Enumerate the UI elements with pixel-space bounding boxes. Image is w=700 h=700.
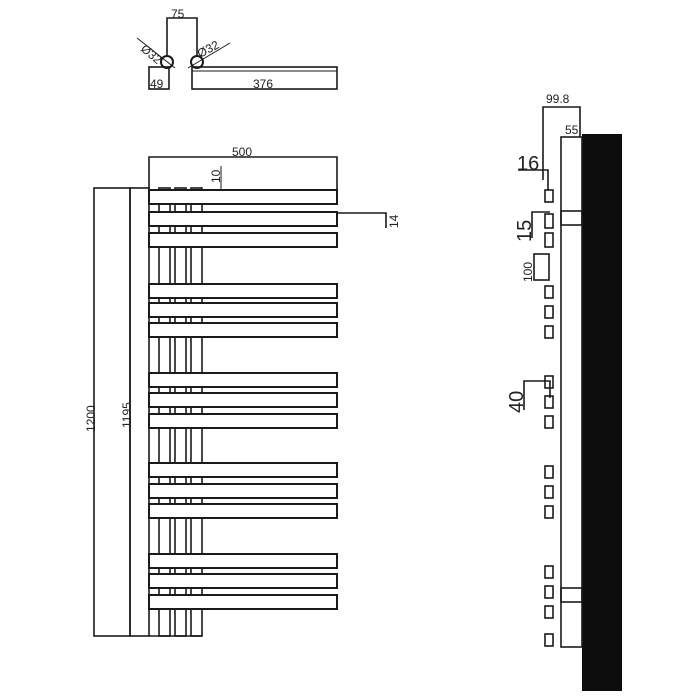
dim-inner-height: 1195 [120, 402, 134, 428]
towel-bar [148, 573, 338, 589]
side-fin [544, 395, 554, 409]
side-fin [544, 213, 554, 229]
dim-15: 15 [514, 220, 536, 242]
top-bar-plan [191, 66, 338, 90]
width-bracket [148, 156, 338, 190]
side-fin [544, 633, 554, 647]
side-view: 99.8 55 16 15 100 40 [506, 92, 622, 691]
projection-bracket [542, 106, 581, 180]
wall [582, 134, 622, 691]
dim-40: 40 [506, 391, 528, 413]
towel-bar [148, 503, 338, 519]
dim-total-height: 1200 [84, 405, 98, 432]
wall-bracket-top [560, 210, 583, 226]
towel-bar [148, 302, 338, 318]
spacing-bracket [166, 17, 198, 62]
dim-spacing: 75 [171, 7, 185, 21]
side-fin [544, 505, 554, 519]
bar-group-3 [148, 372, 338, 429]
towel-bar [148, 283, 338, 299]
leader-left [136, 37, 176, 69]
bar-group-4 [148, 462, 338, 519]
dim-100: 100 [521, 262, 535, 282]
towel-bar [148, 413, 338, 429]
towel-bar [148, 483, 338, 499]
towel-bar [148, 372, 338, 388]
towel-bar [148, 211, 338, 227]
dim-40-leader [523, 380, 551, 410]
dim-16: 16 [517, 153, 539, 175]
dim-15-leader [531, 211, 550, 238]
towel-bar [148, 553, 338, 569]
top-collar [148, 66, 170, 90]
side-fin [544, 485, 554, 499]
dim-100-box [533, 253, 550, 281]
dim-offset: 49 [150, 77, 164, 91]
side-fin [544, 415, 554, 429]
side-fin [544, 565, 554, 579]
side-fin [544, 285, 554, 299]
side-fin [544, 189, 554, 203]
towel-bar [148, 392, 338, 408]
towel-bar [148, 322, 338, 338]
top-bar [148, 189, 338, 205]
leader-right [187, 42, 231, 69]
side-fin [544, 465, 554, 479]
side-fin [544, 585, 554, 599]
dim-projection: 99.8 [546, 92, 570, 106]
front-view: 500 10 1200 1195 14 [84, 145, 401, 637]
bar-group-1 [148, 211, 338, 248]
side-fin [544, 232, 554, 248]
bar-group-2 [148, 283, 338, 338]
side-fin [544, 605, 554, 619]
height-dim-inner [129, 187, 150, 637]
dim-bar-length: 376 [253, 77, 273, 91]
side-fin [544, 325, 554, 339]
wall-bracket-bottom [560, 587, 583, 603]
towel-bar [148, 232, 338, 248]
dim-pipe-right: Ø32 [195, 37, 222, 60]
side-fin [544, 375, 554, 389]
side-column [560, 136, 583, 648]
towel-bar [148, 462, 338, 478]
dim-wall-gap: 55 [565, 123, 579, 137]
top-view: 75 Ø32 Ø32 49 376 [136, 7, 338, 91]
side-fin [544, 305, 554, 319]
dim-width: 500 [232, 145, 252, 159]
dim-bar-gap: 10 [209, 169, 223, 183]
bar-group-5 [148, 553, 338, 610]
towel-bar [148, 594, 338, 610]
dim-bar-thickness: 14 [387, 214, 401, 228]
dim-16-leader [518, 169, 549, 190]
